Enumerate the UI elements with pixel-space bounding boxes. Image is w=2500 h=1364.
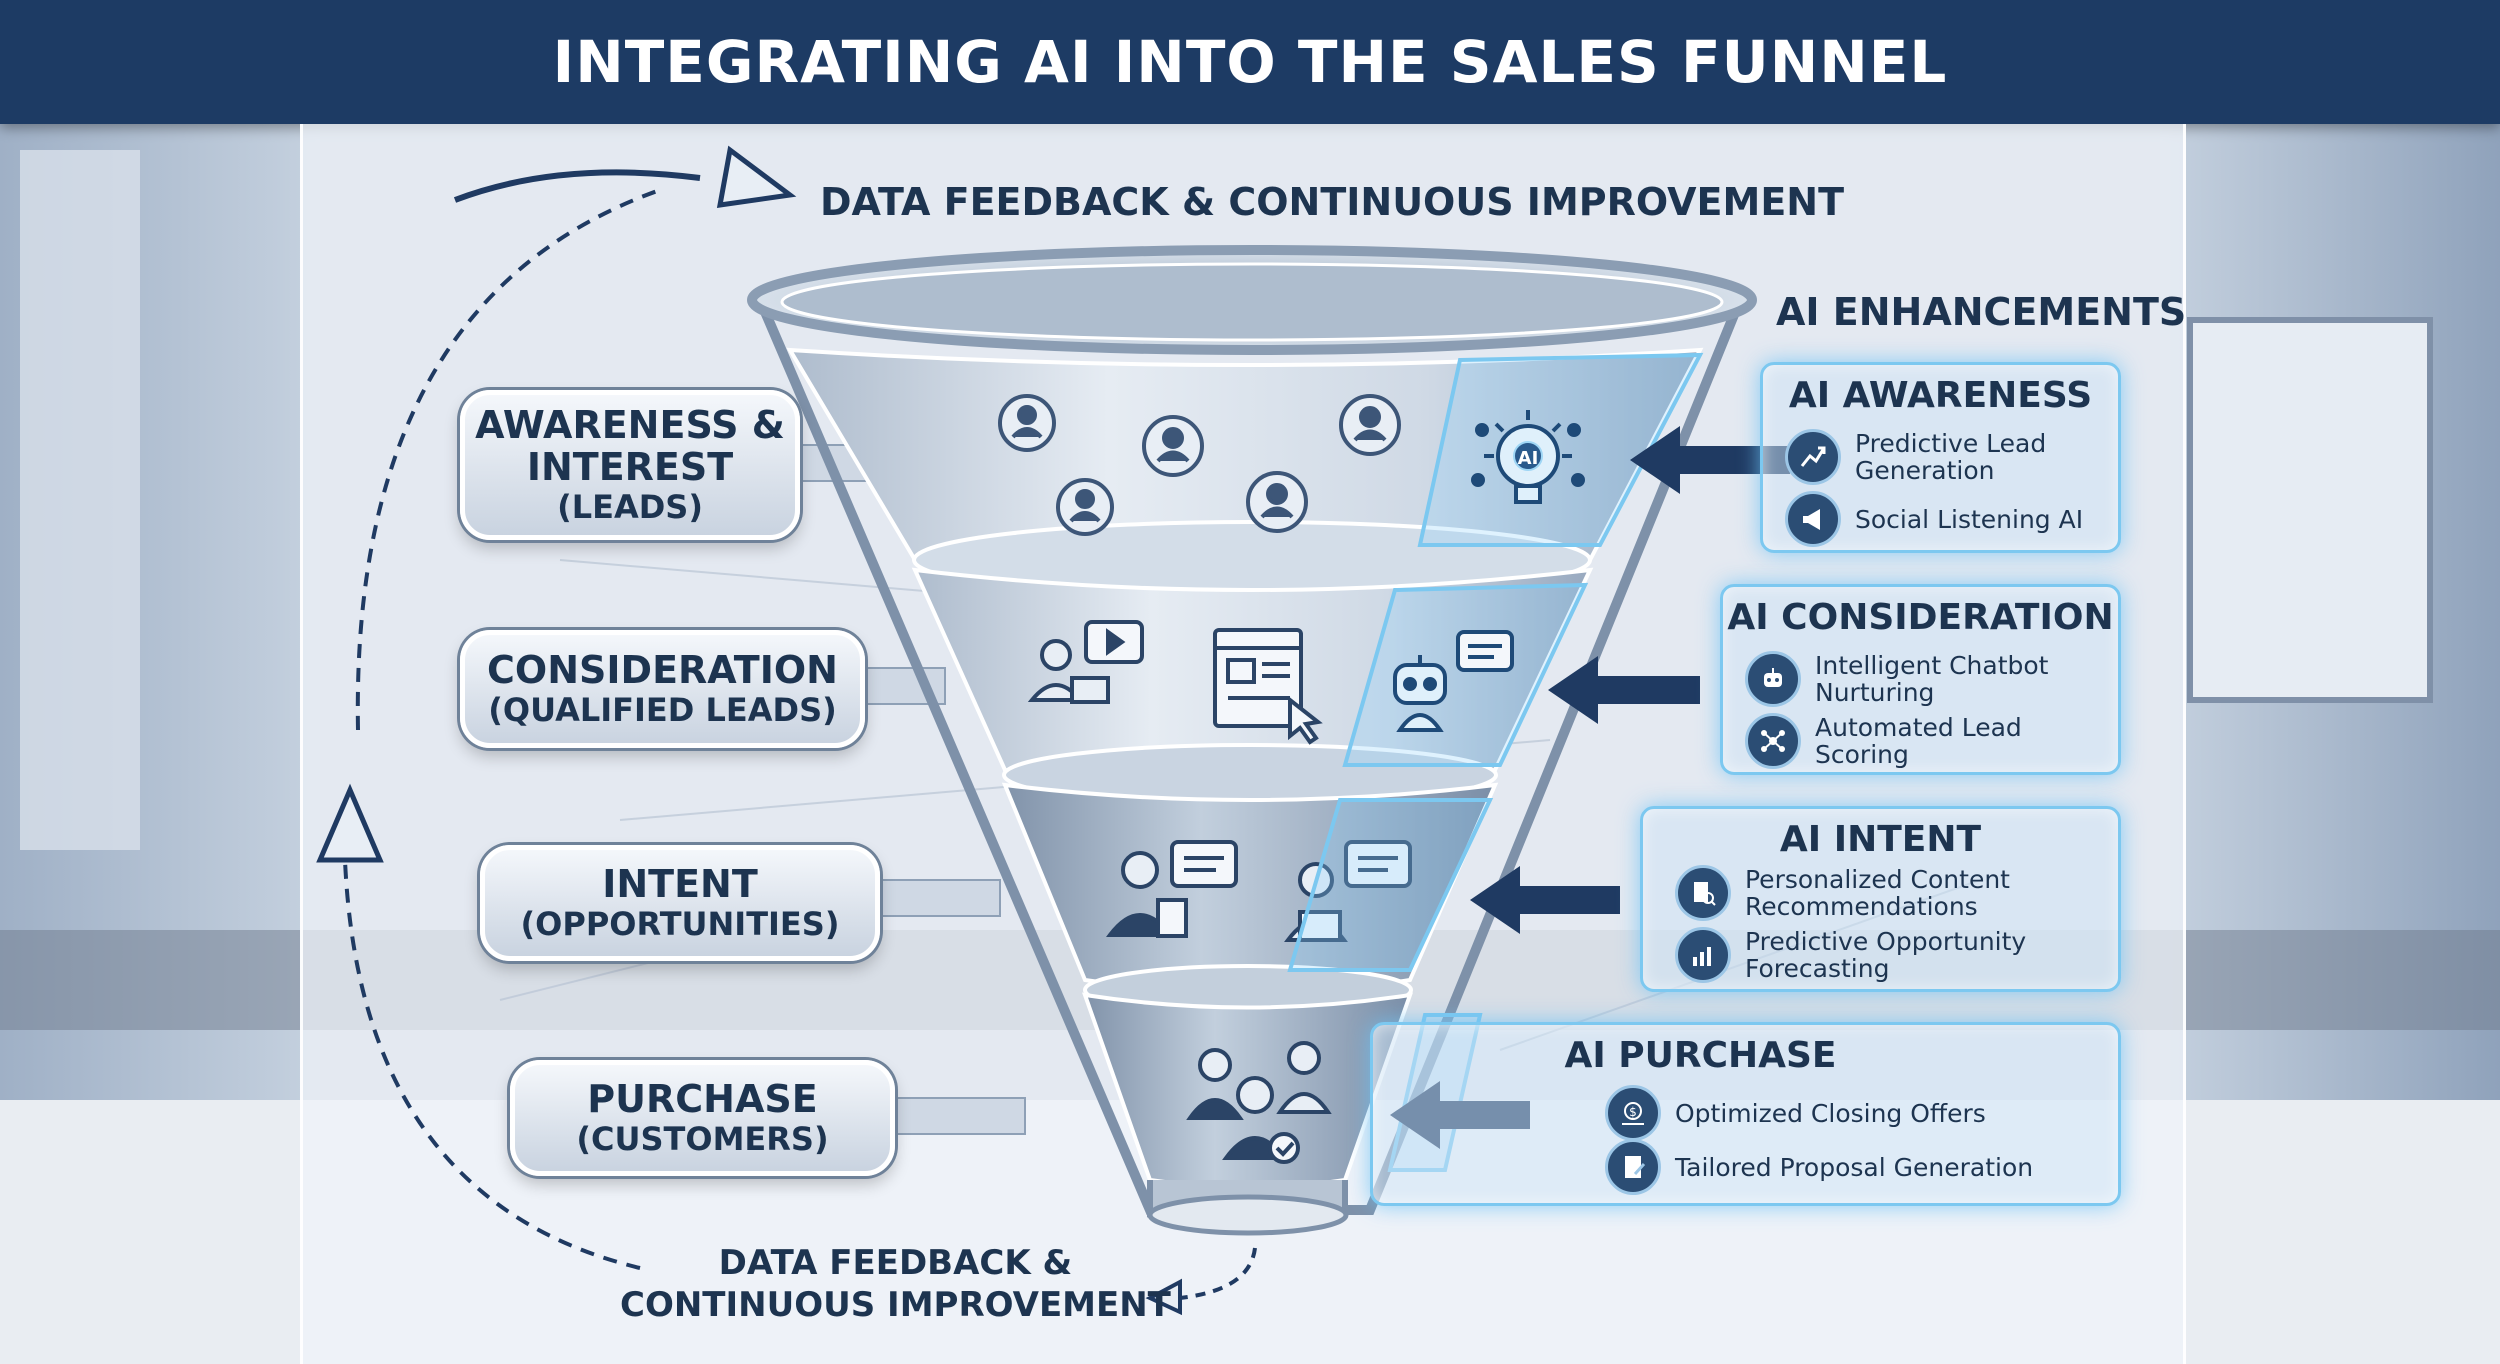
arrow-ai-intent bbox=[1470, 866, 1620, 934]
ai-item-social-listening: Social Listening AI bbox=[1785, 491, 2105, 547]
ai-box-title: AI CONSIDERATION bbox=[1727, 597, 2114, 638]
document-search-icon bbox=[1675, 865, 1731, 921]
feedback-loop-arrow-top bbox=[355, 145, 797, 731]
ai-item-label: Optimized Closing Offers bbox=[1675, 1098, 1986, 1128]
webpage-click-icon bbox=[1213, 628, 1323, 745]
stage-intent: INTENT (OPPORTUNITIES) bbox=[480, 845, 880, 961]
chart-trend-icon bbox=[1785, 429, 1841, 485]
connector-intent bbox=[869, 879, 1001, 917]
person-icon bbox=[1246, 471, 1308, 533]
ai-item-label: Personalized Content Recommendations bbox=[1745, 865, 2010, 921]
stage-sub: (CUSTOMERS) bbox=[576, 1120, 829, 1158]
feedback-bottom-line2: CONTINUOUS IMPROVEMENT bbox=[620, 1285, 1171, 1325]
ai-item-predictive-lead: Predictive Lead Generation bbox=[1785, 429, 2105, 485]
stage-sub: (QUALIFIED LEADS) bbox=[488, 691, 837, 729]
stage-name: CONSIDERATION bbox=[487, 648, 838, 692]
ai-item-closing-offers: $ Optimized Closing Offers bbox=[1605, 1085, 2065, 1141]
title-bar: INTEGRATING AI INTO THE SALES FUNNEL bbox=[0, 0, 2500, 124]
ai-item-opportunity-forecasting: Predictive Opportunity Forecasting bbox=[1675, 927, 2105, 983]
person-icon bbox=[1339, 394, 1401, 456]
ai-box-awareness: AI AWARENESS Predictive Lead Generation … bbox=[1760, 362, 2121, 553]
person-icon bbox=[998, 394, 1056, 452]
ai-item-label: Tailored Proposal Generation bbox=[1675, 1152, 2034, 1182]
bar-chart-icon bbox=[1675, 927, 1731, 983]
dollar-hand-icon: $ bbox=[1605, 1085, 1661, 1141]
ai-box-consideration: AI CONSIDERATION Intelligent Chatbot Nur… bbox=[1720, 584, 2121, 775]
stage-name: PURCHASE bbox=[587, 1077, 818, 1121]
ai-box-purchase: AI PURCHASE $ Optimized Closing Offers T… bbox=[1370, 1022, 2121, 1206]
stage-sub: (OPPORTUNITIES) bbox=[520, 905, 840, 943]
person-icon bbox=[1142, 415, 1204, 477]
connector-purchase bbox=[884, 1097, 1026, 1135]
robot-icon bbox=[1745, 651, 1801, 707]
megaphone-icon bbox=[1785, 491, 1841, 547]
ai-item-label: Social Listening AI bbox=[1855, 504, 2084, 534]
arrow-ai-consideration bbox=[1548, 656, 1700, 724]
ai-item-label: Automated Lead Scoring bbox=[1815, 713, 2022, 769]
ai-item-chatbot: Intelligent Chatbot Nurturing bbox=[1745, 651, 2105, 707]
customers-group-icon bbox=[1186, 1041, 1332, 1164]
stage-name: INTENT bbox=[602, 862, 758, 906]
stage-purchase: PURCHASE (CUSTOMERS) bbox=[510, 1060, 895, 1176]
video-chat-person-icon bbox=[1027, 620, 1144, 704]
ai-badge bbox=[1513, 441, 1543, 471]
ai-box-intent: AI INTENT Personalized Content Recommend… bbox=[1640, 806, 2121, 992]
ai-item-label: Intelligent Chatbot Nurturing bbox=[1815, 651, 2049, 707]
svg-text:$: $ bbox=[1629, 1105, 1637, 1119]
ai-item-lead-scoring: Automated Lead Scoring bbox=[1745, 713, 2110, 769]
robot-chat-icon bbox=[1393, 630, 1514, 732]
proposal-icon bbox=[1605, 1139, 1661, 1195]
arrow-ai-awareness bbox=[1630, 426, 1790, 494]
ai-box-title: AI INTENT bbox=[1779, 819, 1982, 860]
network-icon bbox=[1745, 713, 1801, 769]
business-person-document-icon bbox=[1105, 840, 1238, 938]
stage-consideration: CONSIDERATION (QUALIFIED LEADS) bbox=[460, 630, 865, 748]
ai-badge-text: AI bbox=[1518, 448, 1539, 469]
stage-awareness: AWARENESS & INTEREST (LEADS) bbox=[460, 390, 800, 540]
ai-glow-awareness bbox=[1417, 352, 1704, 547]
stage-name: AWARENESS & bbox=[475, 403, 785, 447]
ai-box-title: AI AWARENESS bbox=[1788, 375, 2093, 416]
person-icon bbox=[1056, 478, 1114, 536]
stage-name-line2: INTEREST bbox=[526, 445, 734, 489]
feedback-bottom-line1: DATA FEEDBACK & bbox=[718, 1243, 1073, 1283]
ai-box-title: AI PURCHASE bbox=[1564, 1035, 1837, 1076]
feedback-label-bottom: DATA FEEDBACK & CONTINUOUS IMPROVEMENT bbox=[620, 1242, 1171, 1326]
person-icon-group bbox=[998, 394, 1401, 536]
feedback-label-top: DATA FEEDBACK & CONTINUOUS IMPROVEMENT bbox=[820, 180, 1845, 224]
ai-item-personalized-content: Personalized Content Recommendations bbox=[1675, 865, 2105, 921]
feedback-loop-arrow-bottom bbox=[316, 783, 1257, 1316]
ai-item-label: Predictive Opportunity Forecasting bbox=[1745, 927, 2027, 983]
page-title: INTEGRATING AI INTO THE SALES FUNNEL bbox=[552, 28, 1948, 96]
ai-enhancements-title: AI ENHANCEMENTS bbox=[1776, 290, 2187, 334]
ai-glow-intent bbox=[1287, 798, 1494, 972]
ai-item-label: Predictive Lead Generation bbox=[1855, 429, 2047, 485]
ai-glow-consideration bbox=[1342, 582, 1589, 767]
ai-item-proposal-generation: Tailored Proposal Generation bbox=[1605, 1139, 2085, 1195]
stage-sub: (LEADS) bbox=[557, 488, 703, 526]
person-laptop-chat-icon bbox=[1284, 840, 1412, 942]
